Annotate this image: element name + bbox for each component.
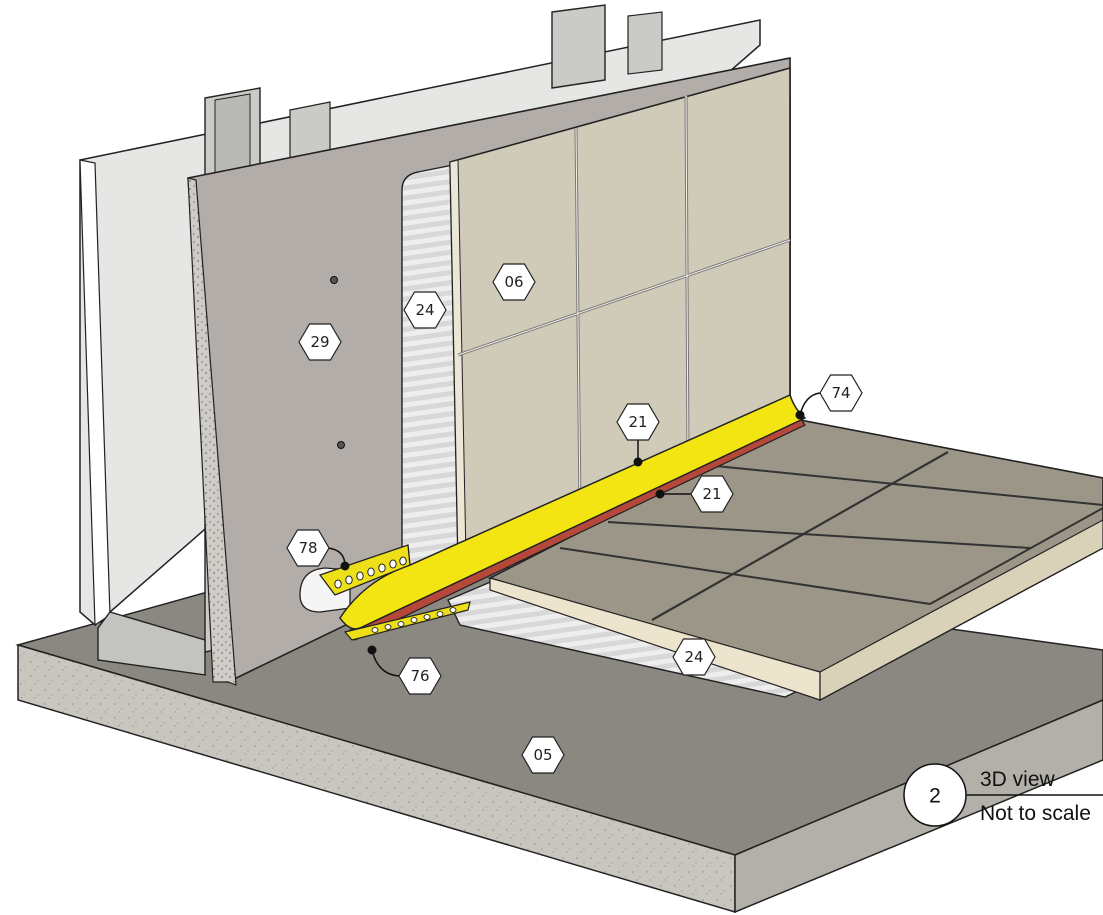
upper-flange-perforations [334, 556, 407, 589]
svg-text:06: 06 [504, 273, 523, 291]
svg-text:24: 24 [684, 648, 703, 666]
svg-text:29: 29 [310, 333, 329, 351]
cement-board-edge [187, 177, 237, 686]
svg-text:74: 74 [831, 384, 850, 402]
svg-text:21: 21 [702, 485, 721, 503]
tag-06: 06 [492, 263, 536, 301]
svg-text:05: 05 [533, 746, 552, 764]
yellow-profile-upper-flange [318, 544, 411, 596]
svg-text:78: 78 [298, 539, 317, 557]
tag-21-mid: 21 [690, 475, 734, 513]
cove-profile [318, 393, 807, 641]
tag-05: 05 [521, 736, 565, 774]
lower-flange-perforations [371, 607, 457, 633]
bottom-track [97, 611, 206, 676]
tag-29: 29 [298, 323, 342, 361]
tag-21-top: 21 [616, 403, 660, 441]
caption-number: 2 [929, 785, 941, 808]
tag-76: 76 [398, 657, 442, 695]
screw-head-lower [337, 441, 345, 449]
view-caption: 2 3D view Not to scale [903, 763, 1103, 827]
leader-dots [340, 410, 805, 655]
svg-text:76: 76 [410, 667, 429, 685]
svg-text:21: 21 [628, 413, 647, 431]
caption-subtitle: Not to scale [980, 802, 1091, 825]
stud-right [551, 4, 606, 89]
tag-74: 74 [819, 374, 863, 412]
yellow-profile-body [339, 393, 807, 630]
caption-title: 3D view [980, 768, 1056, 791]
tag-24-wall: 24 [403, 291, 447, 329]
tag-78: 78 [286, 529, 330, 567]
svg-text:24: 24 [415, 301, 434, 319]
floor-tiles [487, 419, 1103, 702]
screw-head-upper [330, 276, 338, 284]
tag-24-floor: 24 [672, 638, 716, 676]
